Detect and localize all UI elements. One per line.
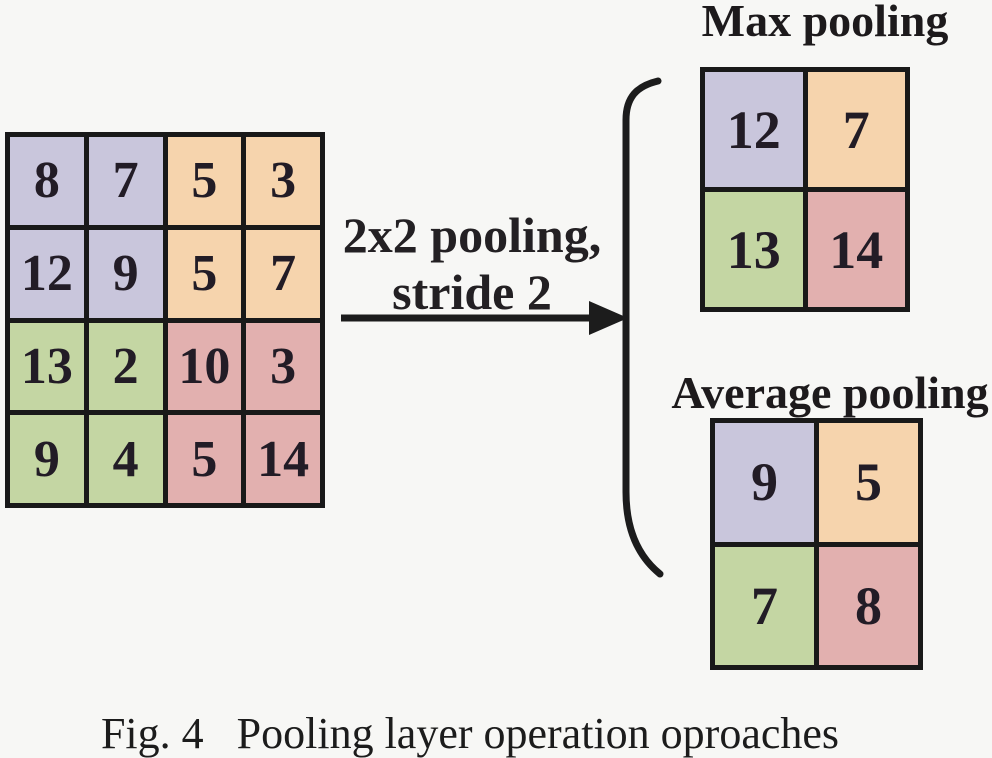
average-pooling-grid: 9 5 7 8 (710, 418, 923, 670)
max-pooling-cell: 12 (705, 72, 803, 187)
average-pooling-cell: 5 (819, 423, 918, 542)
input-cell: 2 (88, 322, 163, 411)
max-pooling-grid: 12 7 13 14 (700, 67, 910, 312)
input-cell: 9 (88, 229, 163, 318)
average-pooling-cell: 7 (715, 546, 814, 665)
max-pooling-cell: 13 (705, 192, 803, 307)
figure-caption: Fig. 4 Pooling layer operation oproaches (100, 709, 840, 758)
input-cell: 8 (10, 137, 84, 225)
input-cell: 3 (246, 137, 320, 225)
max-pooling-title: Max pooling (701, 0, 949, 46)
input-cell: 9 (10, 415, 84, 503)
input-cell: 13 (10, 322, 84, 411)
input-cell: 5 (167, 415, 242, 503)
pooling-operation-label-line1: 2x2 pooling, (342, 207, 602, 263)
average-pooling-cell: 8 (819, 546, 918, 665)
input-cell: 5 (167, 229, 242, 318)
input-feature-map-grid: 8 7 5 3 12 9 5 7 13 2 10 3 9 4 5 14 (5, 132, 325, 508)
average-pooling-cell: 9 (715, 423, 814, 542)
input-cell: 4 (88, 415, 163, 503)
pooling-diagram: 8 7 5 3 12 9 5 7 13 2 10 3 9 4 5 14 2x2 … (5, 0, 989, 758)
input-cell: 14 (246, 415, 320, 503)
average-pooling-title: Average pooling (671, 367, 989, 418)
input-cell: 12 (10, 229, 84, 318)
input-cell: 7 (246, 229, 320, 318)
input-cell: 10 (167, 322, 242, 411)
input-cell: 5 (167, 137, 242, 225)
max-pooling-cell: 14 (807, 192, 905, 307)
input-cell: 3 (246, 322, 320, 411)
pooling-operation-label: 2x2 pooling, stride 2 (332, 207, 612, 320)
output-brace (622, 77, 664, 578)
input-cell: 7 (88, 137, 163, 225)
max-pooling-cell: 7 (807, 72, 905, 187)
pooling-operation-label-line2: stride 2 (392, 263, 552, 320)
